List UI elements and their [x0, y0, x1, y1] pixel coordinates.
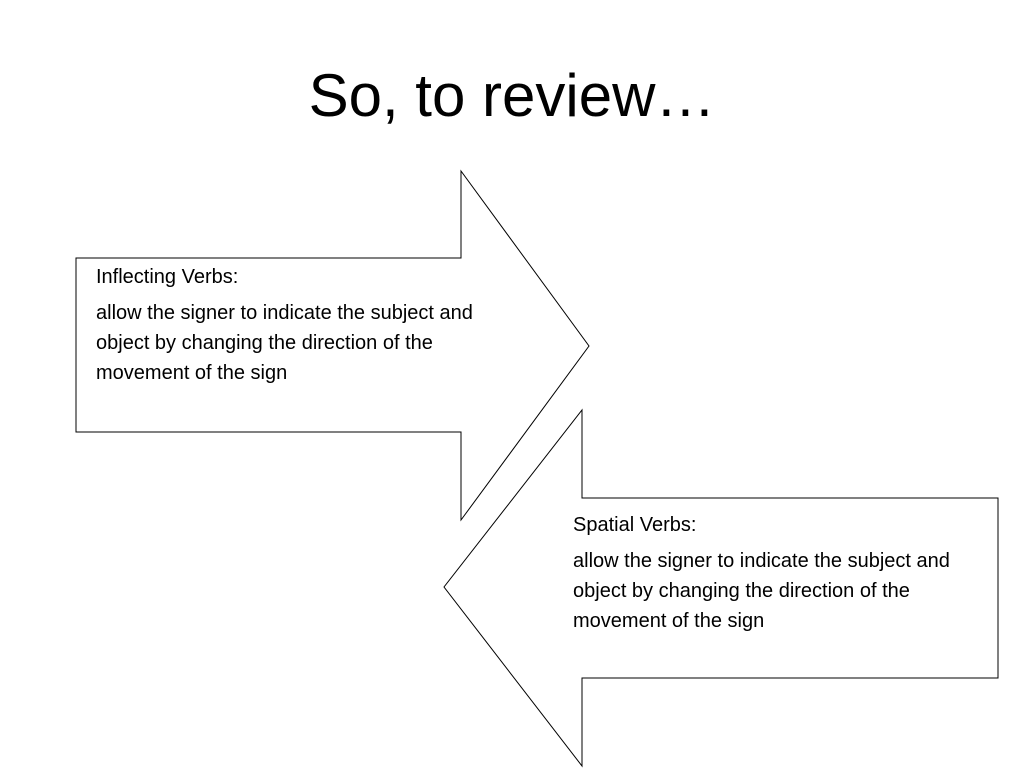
spatial-verbs-text: Spatial Verbs: allow the signer to indic… [573, 510, 983, 636]
inflecting-verbs-heading: Inflecting Verbs: [96, 266, 239, 288]
spatial-verbs-description: allow the signer to indicate the subject… [573, 550, 950, 632]
right-arrow-shape [75, 169, 590, 522]
inflecting-verbs-description: allow the signer to indicate the subject… [96, 302, 473, 384]
inflecting-verbs-text: Inflecting Verbs: allow the signer to in… [96, 262, 506, 388]
spatial-verbs-heading: Spatial Verbs: [573, 514, 697, 536]
left-arrow-shape [443, 408, 999, 768]
slide-title: So, to review… [308, 62, 716, 129]
